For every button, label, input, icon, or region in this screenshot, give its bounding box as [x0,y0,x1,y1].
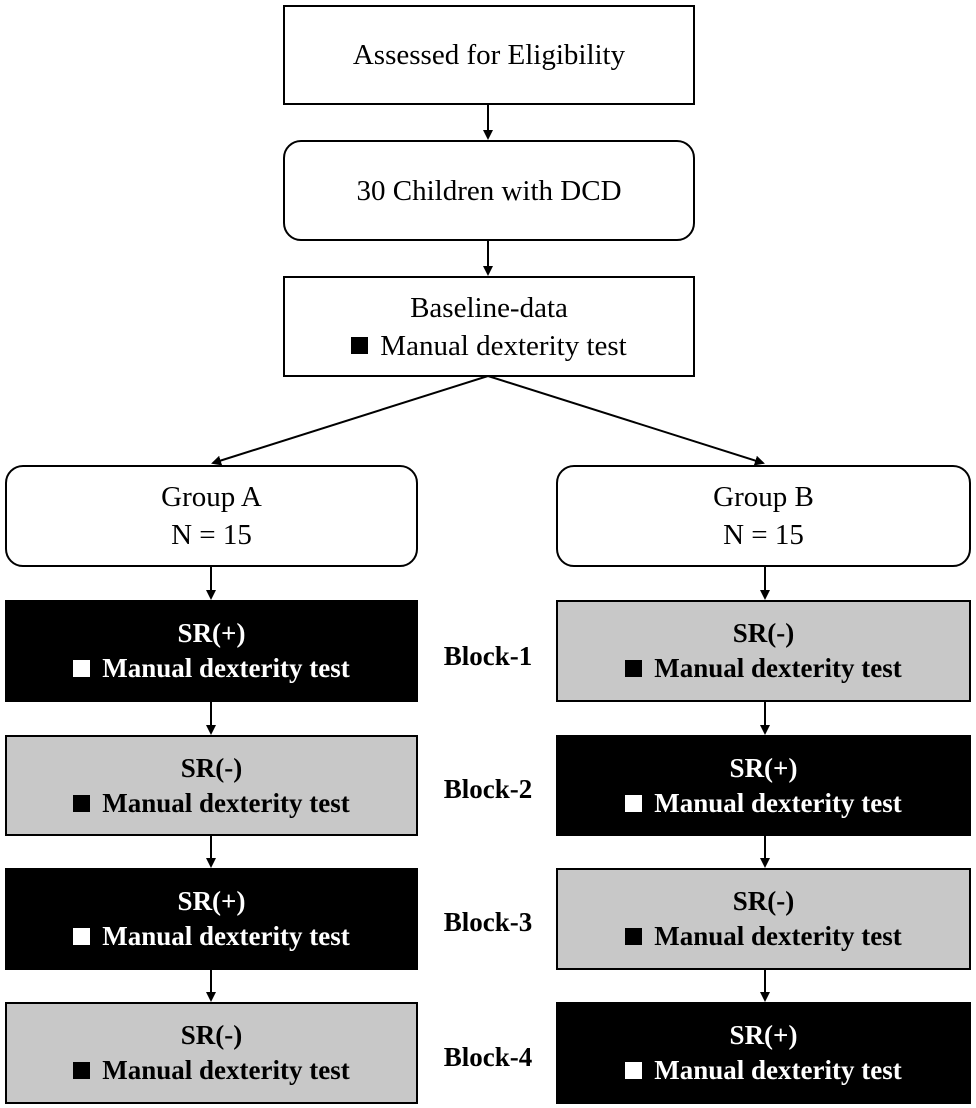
children-label: 30 Children with DCD [356,174,622,207]
group-a-block2-condition: SR(-) [180,752,243,783]
group-a-block1-test: Manual dexterity test [73,651,350,686]
group-a-block1-test-label: Manual dexterity test [102,653,350,683]
group-b-title: Group B [713,481,814,513]
group-a-block3-condition: SR(+) [177,886,246,916]
group-b-block3-test-label: Manual dexterity test [654,921,902,951]
group-b-block1-test: Manual dexterity test [625,651,902,686]
baseline-item-label: Manual dexterity test [380,329,627,362]
group-a-n: N = 15 [171,519,252,551]
square-bullet-icon [351,337,369,354]
group-b-block1-test-label: Manual dexterity test [654,653,902,683]
block-label-1: Block-1 [443,641,533,671]
children-box: 30 Children with DCD [283,140,695,241]
baseline-box: Baseline-data Manual dexterity test [283,276,695,377]
group-b-block2-test-label: Manual dexterity test [654,787,902,818]
group-b-box: Group B N = 15 [556,465,971,567]
block-label-3: Block-3 [443,907,533,937]
group-b-block2-box: SR(+) Manual dexterity test [556,735,971,836]
group-a-block4-condition: SR(-) [180,1020,243,1050]
group-a-block2-box: SR(-) Manual dexterity test [5,735,418,836]
group-b-block4-condition: SR(+) [729,1020,798,1050]
group-a-block3-box: SR(+) Manual dexterity test [5,868,418,970]
eligibility-box: Assessed for Eligibility [283,5,695,105]
group-b-block4-test: Manual dexterity test [625,1053,902,1088]
group-a-block1-box: SR(+) Manual dexterity test [5,600,418,702]
block-label-2: Block-2 [443,774,533,804]
group-a-block1-condition: SR(+) [177,618,246,648]
group-a-block4-test: Manual dexterity test [73,1053,350,1088]
group-b-block1-box: SR(-) Manual dexterity test [556,600,971,702]
block-label-4: Block-4 [443,1042,533,1072]
group-b-n: N = 15 [723,519,804,551]
group-b-block3-condition: SR(-) [732,886,795,916]
group-a-block4-box: SR(-) Manual dexterity test [5,1002,418,1104]
arrow-baseline-to-group-a [211,375,489,466]
group-b-block4-box: SR(+) Manual dexterity test [556,1002,971,1104]
square-bullet-icon [625,660,643,677]
group-a-title: Group A [161,481,262,513]
group-b-block3-test: Manual dexterity test [625,919,902,954]
arrow-baseline-to-group-b [487,375,765,466]
square-bullet-icon [73,1062,91,1079]
square-bullet-icon [73,928,91,945]
group-a-block3-test-label: Manual dexterity test [102,921,350,951]
square-bullet-icon [625,928,643,945]
group-b-block1-condition: SR(-) [732,618,795,648]
baseline-item: Manual dexterity test [351,327,627,365]
group-a-block3-test: Manual dexterity test [73,919,350,954]
group-b-block2-test: Manual dexterity test [625,786,902,821]
square-bullet-icon [625,794,643,812]
group-a-block2-test-label: Manual dexterity test [102,787,350,818]
group-a-box: Group A N = 15 [5,465,418,567]
eligibility-label: Assessed for Eligibility [352,39,626,71]
group-b-block2-condition: SR(+) [729,752,798,783]
group-b-block3-box: SR(-) Manual dexterity test [556,868,971,970]
group-a-block2-test: Manual dexterity test [73,786,350,821]
square-bullet-icon [73,794,91,812]
square-bullet-icon [73,660,91,677]
square-bullet-icon [625,1062,643,1079]
baseline-title: Baseline-data [410,291,568,324]
group-a-block4-test-label: Manual dexterity test [102,1055,350,1085]
group-b-block4-test-label: Manual dexterity test [654,1055,902,1085]
